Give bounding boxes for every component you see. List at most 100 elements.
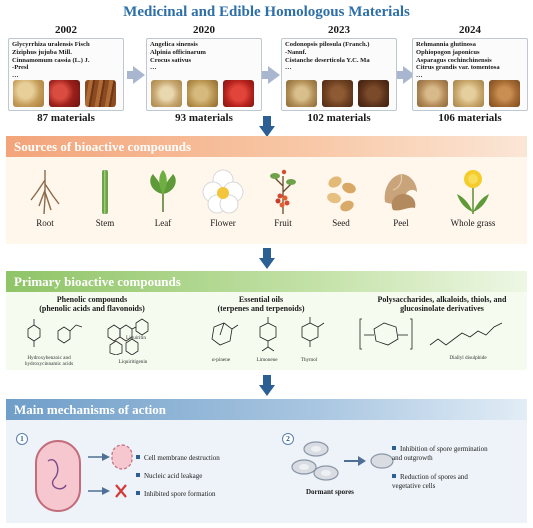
dandelion-icon [457, 170, 489, 214]
mechanism-item: Inhibited spore formation [136, 490, 216, 499]
compounds-panel: Primary bioactive compounds Phenolic com… [6, 271, 527, 370]
herb-name: Ophiopogon japonicus [416, 48, 480, 56]
mechanism-item: Reduction of spores and vegetative cells [392, 473, 468, 490]
herb-name: Asparagus cochinchinensis [416, 56, 492, 64]
seed-part: Seed [312, 168, 370, 228]
molecule-name: Diallyl disulphide [449, 355, 487, 361]
timeline-arrow [127, 66, 145, 84]
timeline-arrow [262, 66, 280, 84]
codonopsis-photo [286, 80, 317, 107]
era-2024: 2024 Rehmannia glutinosa Ophiopogon japo… [412, 24, 528, 124]
peel-icon [384, 173, 417, 211]
era-box: Glycyrrhiza uralensis Fisch Ziziphus juj… [8, 38, 124, 111]
part-label: Root [36, 218, 54, 228]
compound-group-label: Essential oils (terpenes and terpenoids) [217, 295, 305, 313]
part-label: Leaf [154, 218, 172, 228]
herb-name: Alpinia officinarum [150, 48, 206, 56]
root-icon [30, 170, 60, 215]
polysaccharide-structure [359, 318, 413, 350]
herb-name: -Presl [12, 64, 29, 72]
pinene-structure [211, 322, 239, 346]
herb-name: Codonopsis pilosula (Franch.) [285, 41, 370, 48]
herb-name: Citrus grandis var. tomentosa [416, 64, 500, 72]
part-label: Flower [210, 218, 236, 228]
herb-name: … [285, 64, 292, 72]
cross-icon [115, 484, 127, 498]
ophiopogon-photo [453, 80, 484, 107]
compounds-title: Primary bioactive compounds [6, 271, 527, 292]
compound-group-label: Phenolic compounds (phenolic acids and f… [39, 295, 145, 313]
flower-part: Flower [194, 168, 252, 228]
saffron-photo [223, 80, 254, 107]
bullet-icon [136, 491, 140, 495]
era-year: 2020 [193, 24, 215, 36]
mechanism-badge: 1 [16, 433, 28, 445]
era-box: Rehmannia glutinosa Ophiopogon japonicus… [412, 38, 528, 111]
down-arrow [259, 116, 275, 138]
limonene-structure [259, 317, 277, 352]
mechanism-item: Cell membrane destruction [136, 454, 220, 463]
herb-name: Ziziphus jujuba Mill. [12, 48, 72, 56]
liquiritigenin-structure [109, 338, 139, 355]
sources-panel: Sources of bioactive compounds Root Stem… [6, 136, 527, 244]
bullet-icon [392, 446, 396, 450]
seed-icon [327, 176, 356, 212]
molecule-name: Hydroxybenzoic and hydroxycinnamic acids [24, 355, 74, 367]
leaf-part: Leaf [134, 168, 192, 228]
thymol-structure [301, 317, 325, 347]
compound-group-label: Polysaccharides, alkaloids, thiols, and … [377, 295, 507, 313]
whole-grass-part: Whole grass [438, 168, 508, 228]
part-label: Peel [393, 218, 409, 228]
mechanism-badge: 2 [282, 433, 294, 445]
era-year: 2023 [328, 24, 350, 36]
stem-icon [102, 170, 108, 214]
molecule-name: Liquiritin [126, 335, 146, 341]
bacteria-illustration [35, 440, 133, 512]
flower-icon [202, 169, 244, 214]
diagram-title: Medicinal and Edible Homologous Material… [123, 4, 410, 20]
bullet-icon [136, 455, 140, 459]
diallyl-disulphide-structure [429, 322, 503, 346]
part-label: Seed [332, 218, 350, 228]
root-part: Root [16, 168, 74, 228]
era-count: 93 materials [175, 112, 233, 124]
bullet-icon [136, 473, 140, 477]
herb-name: Angelica sinensis [150, 41, 198, 48]
era-2002: 2002 Glycyrrhiza uralensis Fisch Ziziphu… [8, 24, 124, 124]
era-count: 102 materials [307, 112, 371, 124]
down-arrow [259, 375, 275, 397]
era-count: 87 materials [37, 112, 95, 124]
angelica-photo [151, 80, 182, 107]
mechanism-item: Nucleic acid leakage [136, 472, 202, 481]
era-count: 106 materials [438, 112, 502, 124]
herb-name: Rehmannia glutinosa [416, 41, 476, 48]
part-label: Whole grass [450, 218, 496, 228]
era-year: 2024 [459, 24, 481, 36]
bullet-icon [392, 474, 396, 478]
herb-name: Crocus sativus [150, 56, 192, 64]
cistanche-photo [322, 80, 353, 107]
herb-name: Cistanche deserticola Y.C. Ma [285, 56, 370, 64]
herb-name: -Nannf. [285, 48, 307, 56]
rehmannia-photo [417, 80, 448, 107]
phenolic-acid-structure [27, 319, 83, 347]
mechanisms-title: Main mechanisms of action [6, 399, 527, 420]
leaf-icon [150, 170, 176, 212]
sources-title: Sources of bioactive compounds [6, 136, 527, 157]
molecule-name: α-pinene [211, 357, 231, 363]
galangal-photo [187, 80, 218, 107]
herb-slices-photo [358, 80, 389, 107]
peel-part: Peel [372, 168, 430, 228]
molecule-name: Liquiritigenin [118, 359, 148, 365]
mechanisms-panel: Main mechanisms of action 1 Cell membran… [6, 399, 527, 523]
licorice-photo [13, 80, 44, 107]
herb-name: Glycyrrhiza uralensis Fisch [12, 41, 90, 48]
fruit-part: Fruit [254, 168, 312, 228]
stem-part: Stem [76, 168, 134, 228]
cinnamon-photo [85, 80, 116, 107]
herb-name: … [150, 64, 157, 72]
molecule-structures [27, 317, 503, 355]
herb-photos [151, 80, 254, 107]
dormant-spores-label: Dormant spores [306, 488, 354, 496]
molecule-name: Limonene [256, 357, 278, 363]
